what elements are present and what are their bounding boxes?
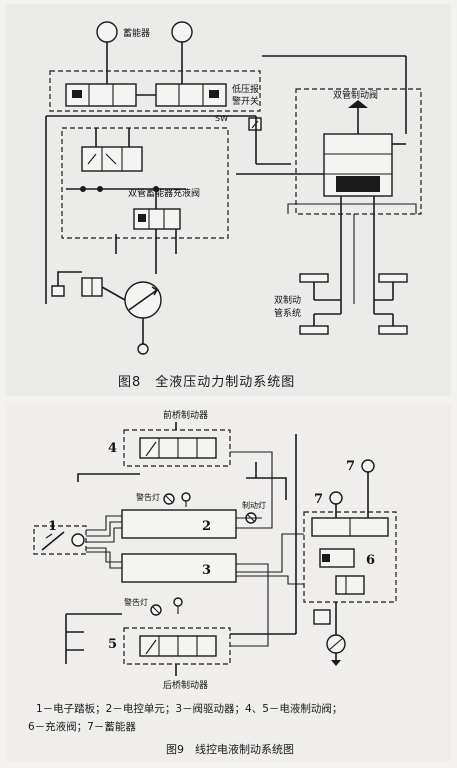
brake-valve-dashed-outline xyxy=(295,88,422,215)
alarm-lamp-lower-label: 警告灯 xyxy=(124,597,148,607)
front-axle-brake-label: 前桥制动器 xyxy=(163,409,208,421)
front-wheel-brakes xyxy=(299,273,408,301)
figure-8-panel: 蓄能器 低压报 警开关 SW xyxy=(6,4,451,396)
accumulator-7-right xyxy=(361,459,375,518)
legend-line-2: 6－充液阀；7－蓄能器 xyxy=(28,721,136,733)
pipe-system-label: 管系统 xyxy=(274,307,301,319)
charge-valve-group-outline xyxy=(61,127,229,239)
electronic-pedal xyxy=(41,531,85,551)
alarm-lamp-upper-icon xyxy=(163,493,175,505)
dual-brake-valve-label: 双管制动阀 xyxy=(333,89,378,101)
alarm-switch-symbol xyxy=(248,117,262,131)
alarm-lamp-upper-label: 警告灯 xyxy=(136,492,160,502)
lower-valve xyxy=(133,208,181,230)
pedal-outline xyxy=(33,525,87,555)
figure-9-diagram: 前桥制动器 4 警告灯 制动灯 2 xyxy=(33,409,397,691)
label-7-left: 7 xyxy=(314,492,323,507)
valve-5-outline xyxy=(123,627,231,665)
alarm-lamp-lower-icon xyxy=(150,604,162,616)
label-1: 1 xyxy=(48,519,57,534)
check-valve-row xyxy=(66,186,186,192)
label-4: 4 xyxy=(108,441,117,456)
sw-label: SW xyxy=(215,114,228,123)
label-5: 5 xyxy=(108,637,117,652)
label-2: 2 xyxy=(202,519,211,534)
label-6: 6 xyxy=(366,553,375,568)
figure-8-caption: 图8 全液压动力制动系统图 xyxy=(118,375,296,390)
label-3: 3 xyxy=(202,563,211,578)
charge-valve-right xyxy=(155,83,227,107)
valve-4-outline xyxy=(123,429,231,467)
legend-line-1: 1－电子踏板；2－电控单元；3－阀驱动器；4、5－电液制动阀； xyxy=(36,703,343,715)
dual-brake-label: 双制动 xyxy=(274,294,301,306)
low-pressure-alarm-label: 低压报 xyxy=(232,83,259,95)
figure-9-caption: 图9 线控电液制动系统图 xyxy=(166,743,294,756)
filter xyxy=(81,277,103,297)
charge-valve-6 xyxy=(311,517,389,595)
rear-axle-brake-label: 后桥制动器 xyxy=(163,679,208,691)
accumulator-right xyxy=(171,21,193,52)
valve-driver xyxy=(121,553,237,583)
tank-symbol xyxy=(331,660,341,666)
figure-8-diagram: 蓄能器 低压报 警开关 SW xyxy=(45,21,422,355)
hydraulic-lines xyxy=(65,434,297,664)
figure-9-panel: 前桥制动器 4 警告灯 制动灯 2 xyxy=(6,404,451,762)
accumulator-label: 蓄能器 xyxy=(123,27,150,39)
accumulator-left xyxy=(96,21,118,52)
tank-symbol xyxy=(137,343,149,355)
electro-hydraulic-valve-4 xyxy=(139,437,217,459)
pressure-switch-upper xyxy=(181,492,191,507)
accumulator-7-left xyxy=(329,491,343,518)
pump-symbol xyxy=(326,634,346,654)
filter-symbol xyxy=(313,609,331,625)
label-7-right: 7 xyxy=(346,459,355,474)
dual-accumulator-charge-valve-label: 双管蓄能器充液阀 xyxy=(128,187,200,199)
electronic-control-unit xyxy=(121,509,237,539)
dual-brake-valve xyxy=(323,100,393,197)
brake-lamp-label: 制动灯 xyxy=(242,500,266,510)
motor-symbol xyxy=(51,285,65,297)
charge-valve-left xyxy=(65,83,137,107)
hydraulic-pump xyxy=(124,281,162,319)
electro-hydraulic-valve-5 xyxy=(139,635,217,657)
charge-valve-outline xyxy=(303,511,397,603)
rear-wheel-brakes xyxy=(299,313,408,335)
pressure-switch-lower xyxy=(173,597,183,614)
alarm-switch-label: 警开关 xyxy=(232,95,259,107)
charge-valve-dashed-outline xyxy=(49,70,261,112)
signal-wires xyxy=(86,451,304,647)
charge-valve-center xyxy=(81,146,143,172)
